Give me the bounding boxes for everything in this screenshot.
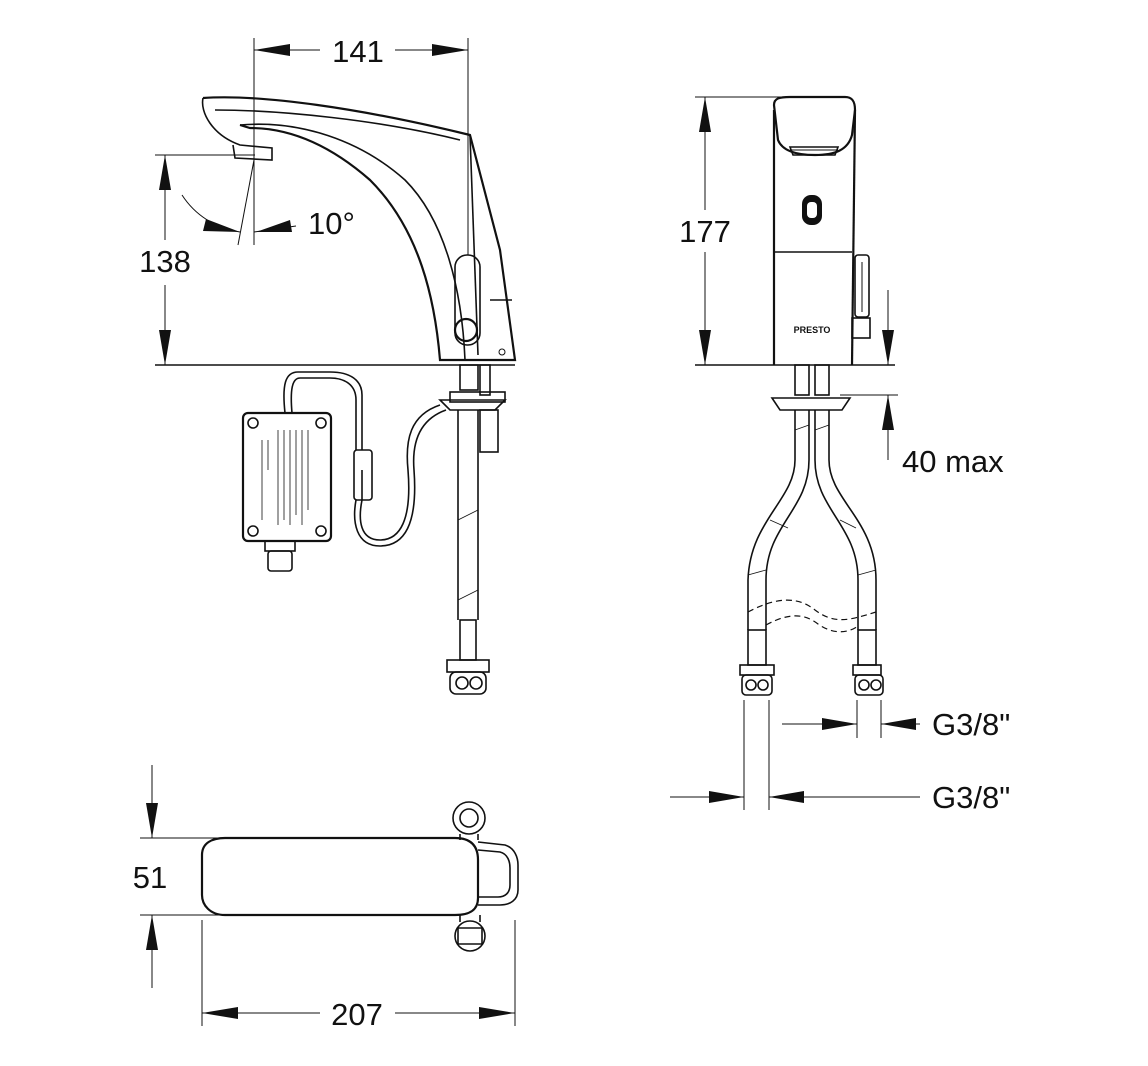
- top-length-label: 207: [331, 997, 383, 1032]
- faucet-side-view: 141 138 10°: [139, 34, 517, 695]
- max-thickness-label: 40 max: [902, 444, 1004, 479]
- spout-reach-label: 141: [332, 34, 384, 69]
- brand-label: PRESTO: [794, 325, 831, 335]
- hot-inlet-thread-label: G3/8": [932, 780, 1010, 815]
- electronic-control-box: [241, 411, 333, 572]
- spout-angle-label: 10°: [308, 206, 355, 241]
- cold-inlet-thread-label: G3/8": [932, 707, 1010, 742]
- faucet-front-view: PRESTO: [670, 95, 1010, 815]
- side-height-label: 138: [139, 244, 191, 279]
- top-depth-label: 51: [133, 860, 167, 895]
- front-height-label: 177: [679, 214, 731, 249]
- faucet-top-view: 51 207: [133, 765, 519, 1032]
